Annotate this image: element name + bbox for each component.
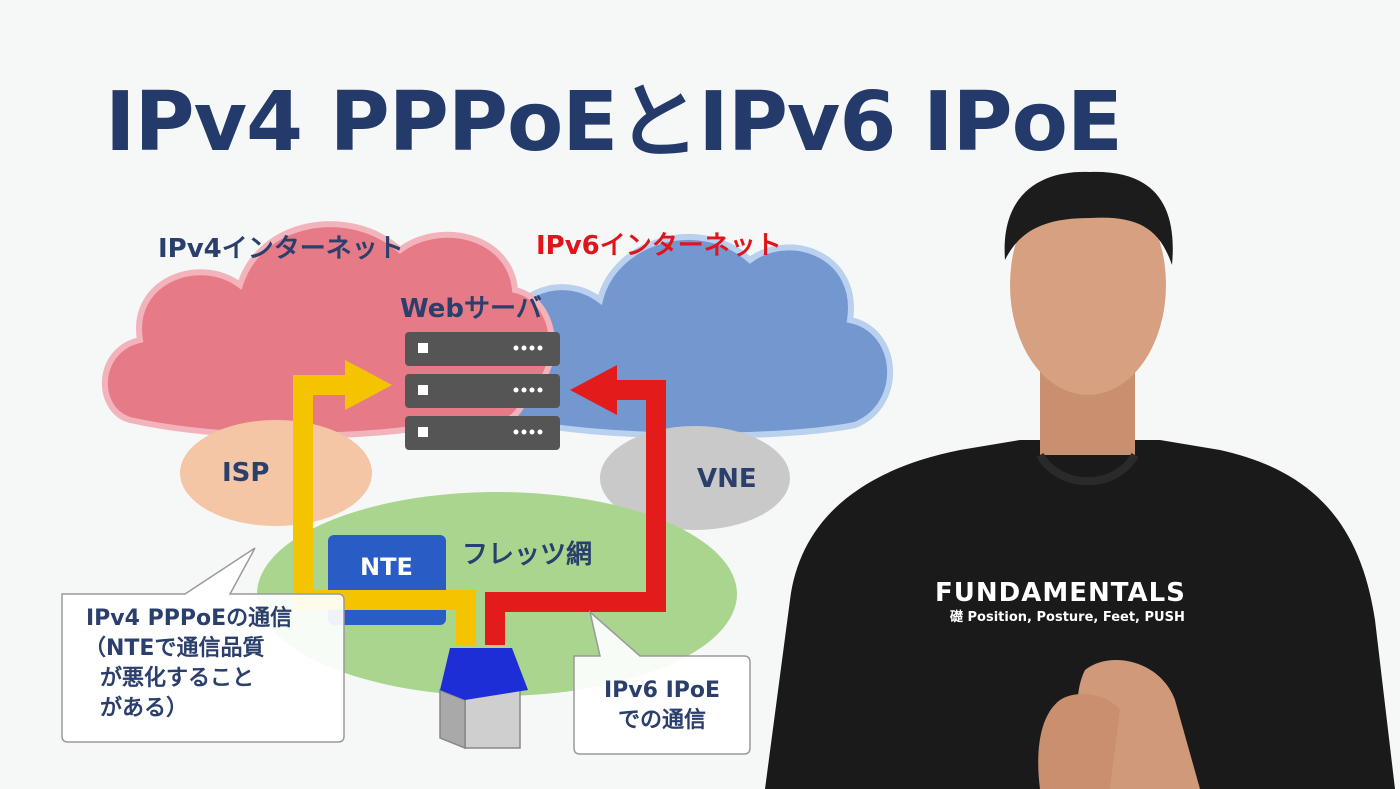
flets-network-label: フレッツ網 — [462, 540, 593, 570]
ipv4-callout-line: （NTEで通信品質 — [84, 636, 265, 661]
ipv6-callout-text: IPv6 IPoE での通信 — [602, 676, 722, 736]
ipv6-callout-line: IPv6 IPoE — [603, 678, 721, 703]
ipv4-internet-label: IPv4インターネット — [158, 234, 404, 264]
shirt-tagline-text: 礎 Position, Posture, Feet, PUSH — [950, 610, 1185, 625]
house-icon — [439, 648, 528, 750]
vne-label: VNE — [697, 464, 757, 494]
web-server-label: Webサーバ — [400, 294, 542, 324]
isp-label: ISP — [222, 458, 270, 488]
ipv4-callout-line: がある） — [100, 696, 189, 721]
page-title: IPv4 PPPoEとIPv6 IPoE — [105, 75, 1123, 170]
ipv4-callout-line: が悪化すること — [100, 666, 255, 691]
presenter-image — [765, 171, 1395, 789]
nte-label: NTE — [360, 553, 413, 581]
ipv6-callout-bubble — [573, 609, 751, 755]
web-server-icon — [405, 332, 560, 450]
ipv4-callout-bubble — [61, 547, 345, 743]
isp-node — [180, 420, 372, 526]
ipv4-callout-line: IPv4 PPPoEの通信 — [86, 606, 293, 631]
ipv4-callout-text: IPv4 PPPoEの通信 （NTEで通信品質 が悪化すること がある） — [84, 604, 293, 724]
shirt-brand-text: FUNDAMENTALS — [935, 578, 1186, 608]
ipv6-callout-line: での通信 — [617, 708, 706, 733]
ipv6-internet-label: IPv6インターネット — [536, 231, 782, 261]
ipv6-ipoe-path — [485, 365, 666, 645]
